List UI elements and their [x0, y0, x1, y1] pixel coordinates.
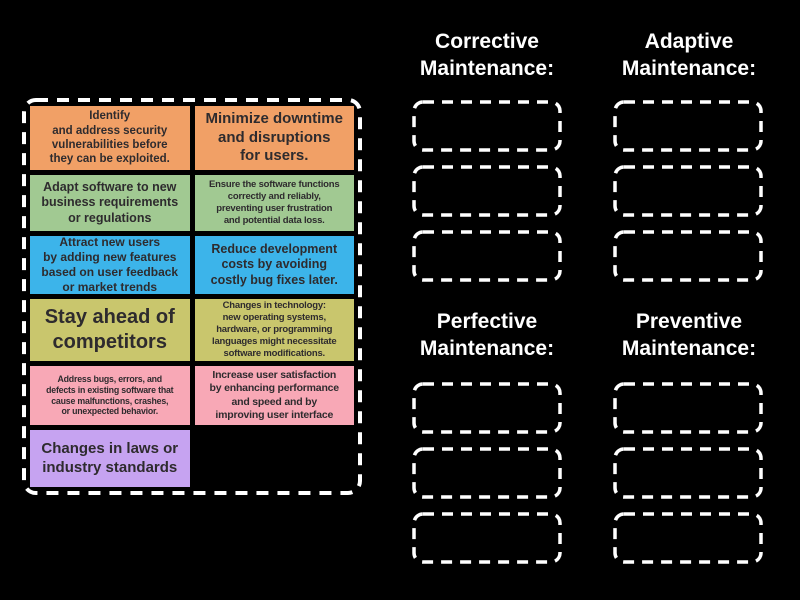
tile-minimize-downtime[interactable]: Minimize downtime and disruptions for us…	[194, 106, 354, 170]
slot-preventive-3[interactable]	[613, 512, 763, 564]
slot-adaptive-1[interactable]	[613, 100, 763, 152]
slot-corrective-3[interactable]	[412, 230, 562, 282]
slot-corrective-2[interactable]	[412, 165, 562, 217]
tile-address-bugs-errors-defects[interactable]: Address bugs, errors, and defects in exi…	[30, 366, 190, 425]
slot-dashed-outline	[412, 512, 562, 564]
slot-dashed-outline	[412, 447, 562, 499]
slot-column-preventive	[613, 382, 763, 564]
slot-column-adaptive	[613, 100, 763, 282]
slot-dashed-outline	[613, 512, 763, 564]
slot-preventive-1[interactable]	[613, 382, 763, 434]
slot-corrective-1[interactable]	[412, 100, 562, 152]
slot-perfective-2[interactable]	[412, 447, 562, 499]
slot-dashed-outline	[412, 382, 562, 434]
source-tile-grid: Identify and address security vulnerabil…	[30, 106, 354, 487]
slot-perfective-1[interactable]	[412, 382, 562, 434]
category-header-corrective: Corrective Maintenance:	[419, 30, 555, 81]
slot-dashed-outline	[412, 165, 562, 217]
slot-dashed-outline	[613, 100, 763, 152]
slot-perfective-3[interactable]	[412, 512, 562, 564]
tile-ensure-software-functions[interactable]: Ensure the software functions correctly …	[194, 175, 354, 231]
tile-stay-ahead-of-competitors[interactable]: Stay ahead of competitors	[30, 299, 190, 361]
slot-adaptive-2[interactable]	[613, 165, 763, 217]
tile-changes-in-laws[interactable]: Changes in laws or industry standards	[30, 430, 190, 487]
category-header-adaptive: Adaptive Maintenance:	[621, 30, 757, 81]
slot-preventive-2[interactable]	[613, 447, 763, 499]
tile-identify-security-vulnerabilities[interactable]: Identify and address security vulnerabil…	[30, 106, 190, 170]
slot-dashed-outline	[613, 382, 763, 434]
source-tiles-panel: Identify and address security vulnerabil…	[22, 98, 362, 495]
tile-changes-in-technology[interactable]: Changes in technology: new operating sys…	[194, 299, 354, 361]
category-header-preventive: Preventive Maintenance:	[621, 310, 757, 361]
slot-dashed-outline	[613, 447, 763, 499]
category-header-perfective: Perfective Maintenance:	[419, 310, 555, 361]
slot-dashed-outline	[412, 100, 562, 152]
tile-reduce-development-costs[interactable]: Reduce development costs by avoiding cos…	[194, 236, 354, 294]
tile-adapt-software-new-requirements[interactable]: Adapt software to new business requireme…	[30, 175, 190, 231]
slot-column-corrective	[412, 100, 562, 282]
slot-dashed-outline	[613, 165, 763, 217]
slot-adaptive-3[interactable]	[613, 230, 763, 282]
tile-increase-user-satisfaction[interactable]: Increase user satisfaction by enhancing …	[194, 366, 354, 425]
slot-dashed-outline	[613, 230, 763, 282]
slot-dashed-outline	[412, 230, 562, 282]
slot-column-perfective	[412, 382, 562, 564]
tile-attract-new-users[interactable]: Attract new users by adding new features…	[30, 235, 190, 294]
